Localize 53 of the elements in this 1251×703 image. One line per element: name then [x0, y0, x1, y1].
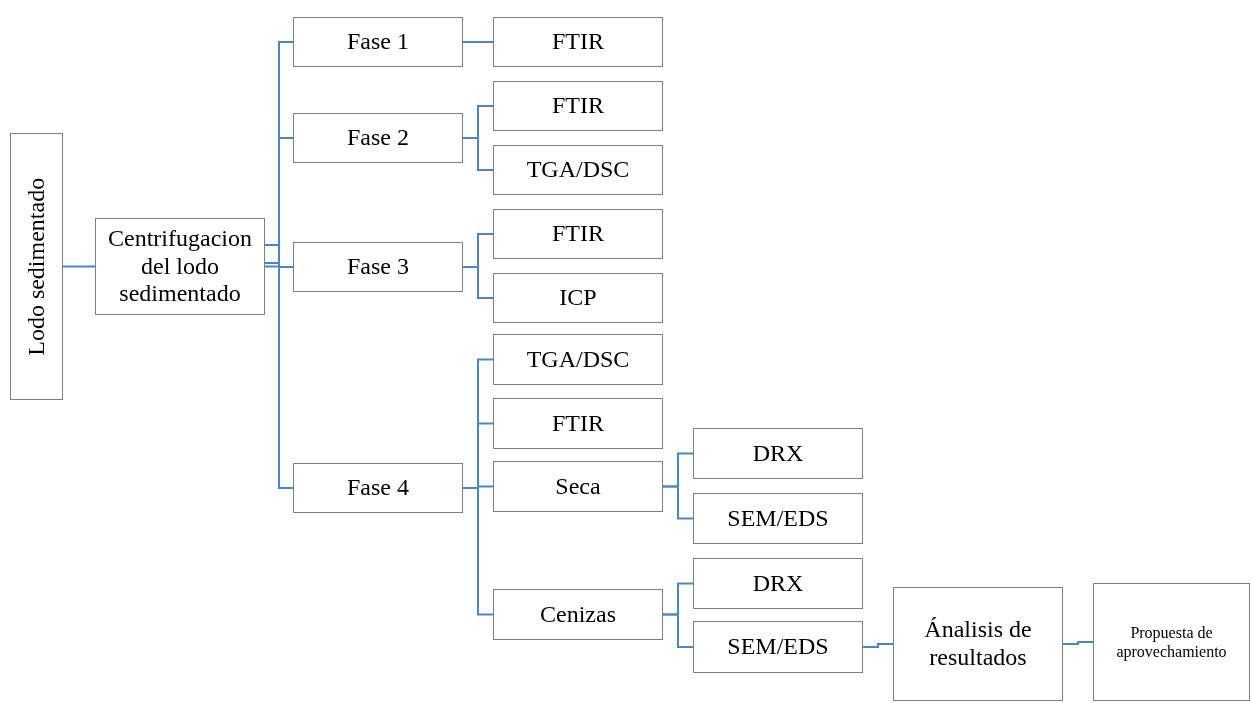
connector-line: [662, 613, 694, 648]
process-box: [493, 273, 663, 323]
connector-line: [62, 265, 96, 268]
connector-line: [1062, 641, 1094, 645]
process-box: [493, 589, 663, 640]
process-box: [493, 461, 663, 512]
box-label: SEM/EDS: [727, 633, 829, 661]
box-label: FTIR: [552, 92, 604, 120]
box-label: Propuesta de aprovechamiento: [1115, 622, 1228, 662]
box-label: FTIR: [552, 28, 604, 56]
box-label: Cenizas: [540, 600, 616, 629]
process-box: [693, 428, 863, 479]
box-label: Fase 4: [347, 474, 409, 502]
box-label: Fase 2: [347, 124, 409, 152]
process-box: [293, 463, 463, 513]
connector-line: [462, 137, 494, 171]
box-label: FTIR: [552, 409, 604, 438]
connector-line: [462, 41, 494, 43]
process-box: [293, 242, 463, 292]
process-box: [293, 113, 463, 163]
process-box: [693, 493, 863, 544]
process-box: [493, 398, 663, 449]
process-box: [95, 218, 265, 315]
process-box: [10, 133, 63, 400]
box-label: Fase 3: [347, 253, 409, 281]
process-box: [493, 334, 663, 385]
box-label: FTIR: [552, 220, 604, 248]
box-label: DRX: [752, 569, 804, 598]
box-label: Seca: [555, 472, 601, 501]
connector-line: [862, 643, 894, 648]
box-label: Lodo sedimentado: [22, 177, 50, 356]
box-label: DRX: [752, 439, 804, 468]
process-box: [493, 17, 663, 67]
connector-line: [462, 266, 494, 299]
process-box: [493, 81, 663, 131]
box-label: Centrifugacion del lodo sedimentado: [107, 225, 253, 308]
connector-line: [264, 137, 294, 268]
box-label: TGA/DSC: [526, 156, 630, 184]
box-label: SEM/EDS: [727, 504, 829, 533]
process-box: [693, 558, 863, 609]
process-box: [293, 17, 463, 67]
box-label: Ánalisis de resultados: [923, 616, 1033, 672]
process-box: [1093, 583, 1250, 701]
process-box: [493, 145, 663, 195]
connector-line: [662, 485, 694, 520]
box-label: Fase 1: [347, 28, 409, 56]
box-label: TGA/DSC: [526, 345, 630, 374]
process-box: [893, 587, 1063, 701]
process-box: [493, 209, 663, 259]
connector-line: [264, 41, 294, 246]
process-box: [693, 621, 863, 673]
box-label: ICP: [559, 284, 597, 312]
connector-line: [462, 487, 494, 616]
